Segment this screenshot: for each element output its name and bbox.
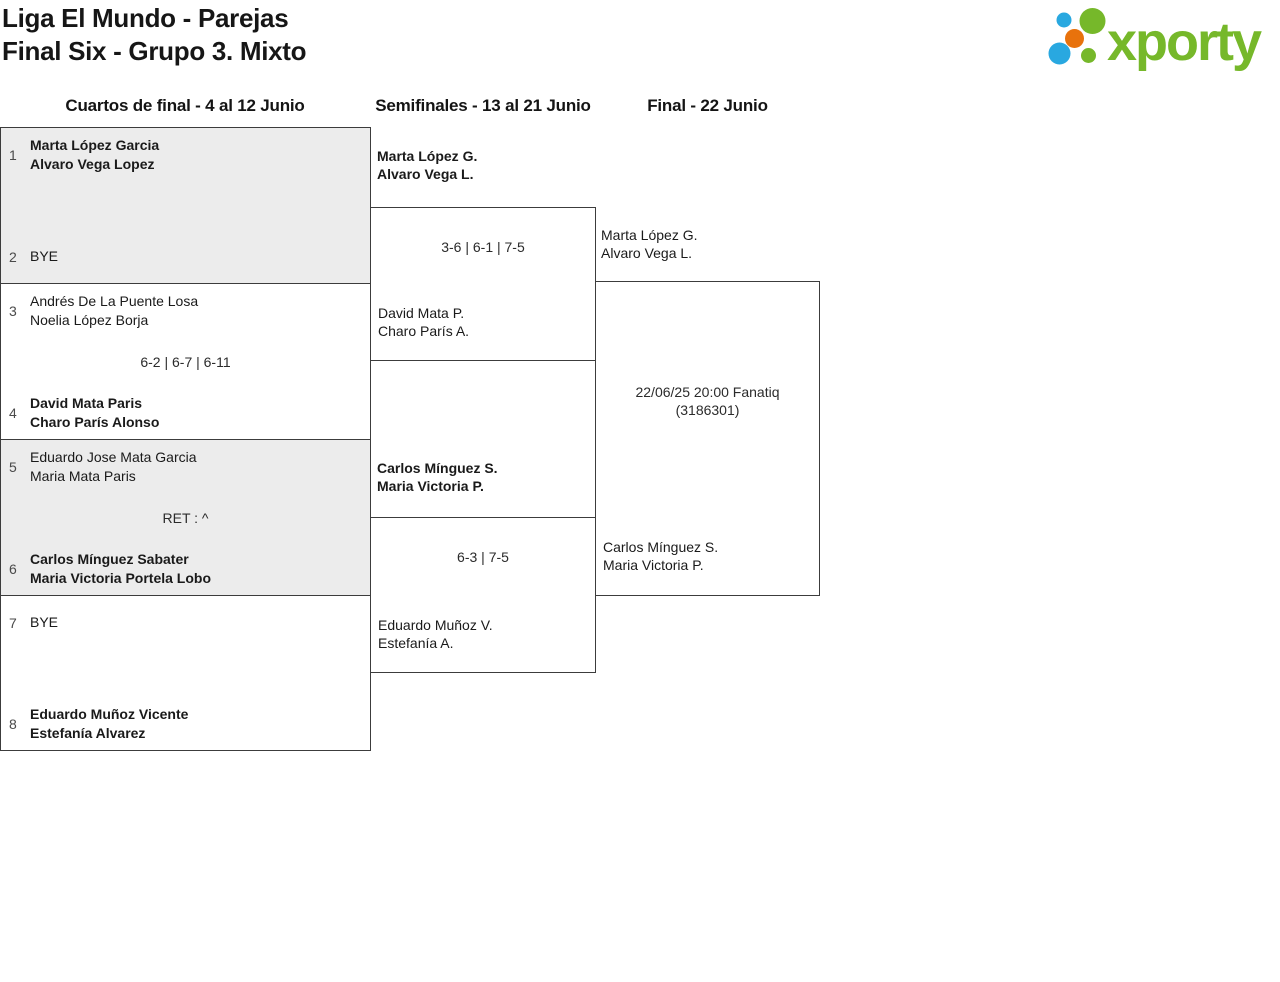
seed-number: 1 <box>9 146 17 163</box>
final-schedule: 22/06/25 20:00 Fanatiq (3186301) <box>596 383 819 419</box>
match-box-qf3: 5 Eduardo Jose Mata Garcia Maria Mata Pa… <box>0 439 371 596</box>
sf1-bottom-team[interactable]: David Mata P. Charo París A. <box>378 304 469 340</box>
match-box-final: 22/06/25 20:00 Fanatiq (3186301) Carlos … <box>595 281 820 596</box>
seed-number: 4 <box>9 404 17 421</box>
page-subtitle: Final Six - Grupo 3. Mixto <box>2 36 307 66</box>
sf1-top-team[interactable]: Marta López G. Alvaro Vega L. <box>377 147 477 183</box>
seed-number: 2 <box>9 248 17 265</box>
team-names: Carlos Mínguez Sabater Maria Victoria Po… <box>30 550 211 587</box>
player-name: Estefanía A. <box>378 635 454 651</box>
sf2-top-team[interactable]: Carlos Mínguez S. Maria Victoria P. <box>377 459 498 495</box>
match-box-qf4: 7 BYE 8 Eduardo Muñoz Vicente Estefanía … <box>0 595 371 751</box>
player-name: Carlos Mínguez S. <box>377 460 498 476</box>
header-titles: Liga El Mundo - Parejas Final Six - Grup… <box>2 2 307 68</box>
logo-dot-green-small <box>1081 48 1096 63</box>
xporty-logo-graphic: xporty <box>1048 8 1264 72</box>
player-name: Maria Mata Paris <box>30 467 136 484</box>
final-bottom-team[interactable]: Carlos Mínguez S. Maria Victoria P. <box>603 538 718 574</box>
seed-number: 6 <box>9 560 17 577</box>
player-name: David Mata P. <box>378 305 465 321</box>
team-row-seed3[interactable]: 3 Andrés De La Puente Losa Noelia López … <box>9 292 198 329</box>
player-name: Carlos Mínguez Sabater <box>30 551 189 567</box>
round-header-semifinales: Semifinales - 13 al 21 Junio <box>375 96 591 115</box>
sf2-bottom-team[interactable]: Eduardo Muñoz V. Estefanía A. <box>378 616 493 652</box>
xporty-logo[interactable]: xporty <box>1046 2 1274 74</box>
player-name: Estefanía Alvarez <box>30 724 146 741</box>
logo-dot-blue-small <box>1056 12 1072 28</box>
match-score: 6-2 | 6-7 | 6-11 <box>140 353 231 370</box>
player-name: Marta López Garcia <box>30 137 160 153</box>
player-name: Marta López G. <box>601 227 698 243</box>
team-names: Eduardo Jose Mata Garcia Maria Mata Pari… <box>30 448 197 485</box>
team-names: Andrés De La Puente Losa Noelia López Bo… <box>30 292 198 329</box>
player-name: Alvaro Vega L. <box>377 166 474 182</box>
player-name: BYE <box>30 614 59 631</box>
round-header-final: Final - 22 Junio <box>647 96 768 115</box>
player-name: Alvaro Vega L. <box>601 245 693 261</box>
seed-number: 3 <box>9 302 17 319</box>
team-names: Marta López Garcia Alvaro Vega Lopez <box>30 136 159 173</box>
team-names: David Mata Paris Charo París Alonso <box>30 394 159 431</box>
player-name: Charo París A. <box>378 323 470 339</box>
logo-dot-blue-large <box>1048 42 1071 65</box>
logo-dot-green-large <box>1079 8 1106 34</box>
match-box-sf1: 3-6 | 6-1 | 7-5 David Mata P. Charo Parí… <box>370 207 596 361</box>
team-names: Eduardo Muñoz Vicente Estefanía Alvarez <box>30 705 188 742</box>
team-row-seed7[interactable]: 7 BYE <box>9 604 58 641</box>
player-name: Marta López G. <box>377 148 478 164</box>
round-header-cuartos: Cuartos de final - 4 al 12 Junio <box>65 96 305 115</box>
player-name: BYE <box>30 248 59 265</box>
team-names: BYE <box>30 604 58 641</box>
final-match-id: (3186301) <box>675 402 740 418</box>
match-score: RET : ^ <box>162 509 209 526</box>
team-row-seed4[interactable]: 4 David Mata Paris Charo París Alonso <box>9 394 159 431</box>
player-name: Andrés De La Puente Losa <box>30 293 199 309</box>
team-row-seed1[interactable]: 1 Marta López Garcia Alvaro Vega Lopez <box>9 136 159 173</box>
player-name: Charo París Alonso <box>30 413 160 430</box>
logo-dot-orange <box>1065 29 1084 48</box>
team-row-seed8[interactable]: 8 Eduardo Muñoz Vicente Estefanía Alvare… <box>9 705 188 742</box>
player-name: Eduardo Jose Mata Garcia <box>30 449 197 465</box>
player-name: Maria Victoria P. <box>603 557 704 573</box>
match-box-qf1: 1 Marta López Garcia Alvaro Vega Lopez 2… <box>0 127 371 284</box>
player-name: Noelia López Borja <box>30 311 149 328</box>
match-score: 6-3 | 7-5 <box>457 549 509 565</box>
match-score: 3-6 | 6-1 | 7-5 <box>441 239 525 255</box>
player-name: Maria Victoria P. <box>377 478 484 494</box>
team-names: BYE <box>30 238 58 275</box>
team-row-seed6[interactable]: 6 Carlos Mínguez Sabater Maria Victoria … <box>9 550 211 587</box>
final-top-team[interactable]: Marta López G. Alvaro Vega L. <box>601 226 698 262</box>
page-title: Liga El Mundo - Parejas <box>2 3 289 33</box>
player-name: David Mata Paris <box>30 395 143 411</box>
player-name: Eduardo Muñoz V. <box>378 617 493 633</box>
final-date-court: 22/06/25 20:00 Fanatiq <box>635 384 780 400</box>
player-name: Carlos Mínguez S. <box>603 539 719 555</box>
player-name: Alvaro Vega Lopez <box>30 155 155 172</box>
seed-number: 7 <box>9 614 17 631</box>
team-row-seed2[interactable]: 2 BYE <box>9 238 58 275</box>
team-row-seed5[interactable]: 5 Eduardo Jose Mata Garcia Maria Mata Pa… <box>9 448 197 485</box>
logo-wordmark: xporty <box>1107 12 1262 72</box>
match-box-sf2: 6-3 | 7-5 Eduardo Muñoz V. Estefanía A. <box>370 517 596 673</box>
player-name: Maria Victoria Portela Lobo <box>30 569 212 586</box>
match-box-qf2: 3 Andrés De La Puente Losa Noelia López … <box>0 283 371 440</box>
player-name: Eduardo Muñoz Vicente <box>30 706 189 722</box>
seed-number: 5 <box>9 458 17 475</box>
seed-number: 8 <box>9 715 17 732</box>
